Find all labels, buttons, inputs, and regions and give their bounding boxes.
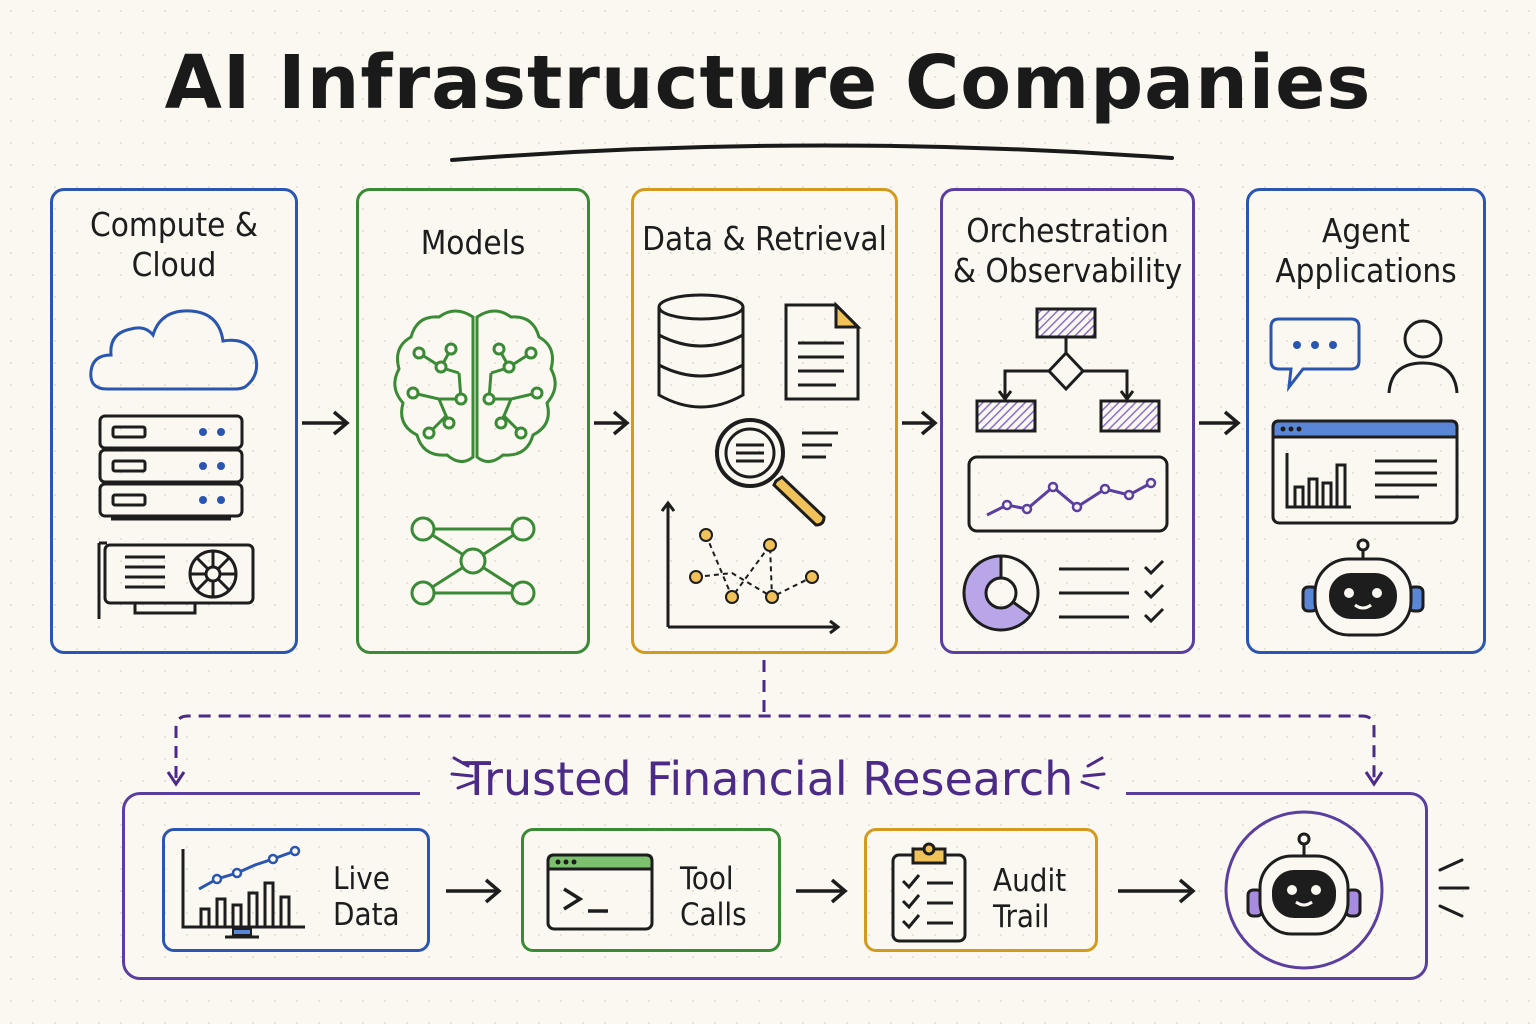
title-underline bbox=[450, 143, 1174, 162]
cloud-icon bbox=[89, 309, 259, 391]
band-title: Trusted Financial Research bbox=[462, 752, 1074, 806]
neural-network-icon bbox=[410, 516, 536, 606]
database-icon bbox=[657, 293, 745, 409]
user-icon bbox=[1387, 319, 1459, 394]
gpu-card-icon bbox=[97, 541, 255, 619]
chat-bubble-icon bbox=[1269, 317, 1361, 393]
flowchart-icon bbox=[975, 307, 1161, 433]
arrow-orchestration-to-agents bbox=[1199, 410, 1241, 436]
arrow-tool-to-audit bbox=[796, 878, 848, 904]
sparkle-left-icon bbox=[450, 756, 476, 790]
line-chart-icon bbox=[967, 455, 1169, 533]
clipboard-checklist-icon bbox=[891, 842, 967, 943]
arrow-live-to-tool bbox=[446, 878, 502, 904]
checklist-icon bbox=[1059, 559, 1165, 624]
document-icon bbox=[784, 301, 862, 401]
brain-circuit-icon bbox=[393, 309, 557, 463]
dashed-connector bbox=[166, 660, 1384, 787]
stage-title: Orchestration& Observability bbox=[952, 211, 1183, 290]
arrow-models-to-data bbox=[594, 410, 630, 436]
arrow-compute-to-models bbox=[302, 410, 350, 436]
stage-title: Models bbox=[420, 223, 526, 262]
sparkle-right-icon bbox=[1080, 756, 1106, 790]
terminal-icon bbox=[546, 853, 654, 931]
monitor-chart-icon bbox=[181, 845, 305, 939]
donut-chart-icon bbox=[962, 554, 1040, 632]
stage-title: Data & Retrieval bbox=[642, 219, 887, 258]
page-title: AI Infrastructure Companies bbox=[164, 40, 1372, 126]
stage-title: Compute &Cloud bbox=[90, 205, 258, 284]
dashboard-window-icon bbox=[1271, 419, 1459, 525]
robot-icon bbox=[1224, 810, 1384, 970]
robot-icon bbox=[1301, 538, 1425, 637]
magnifier-icon bbox=[715, 418, 838, 527]
sparkle-agent-icon bbox=[1438, 858, 1470, 918]
stage-compute-cloud: Compute &Cloud bbox=[50, 188, 298, 654]
band-title-gap bbox=[420, 786, 1126, 800]
stage-models: Models bbox=[356, 188, 590, 654]
arrow-audit-to-agent bbox=[1118, 878, 1196, 904]
arrow-data-to-orchestration bbox=[902, 410, 938, 436]
server-rack-icon bbox=[98, 414, 244, 521]
scatter-chart-icon bbox=[660, 500, 841, 635]
stage-data-retrieval: Data & Retrieval bbox=[631, 188, 898, 654]
stage-orchestration-observability: Orchestration& Observability bbox=[940, 188, 1195, 654]
